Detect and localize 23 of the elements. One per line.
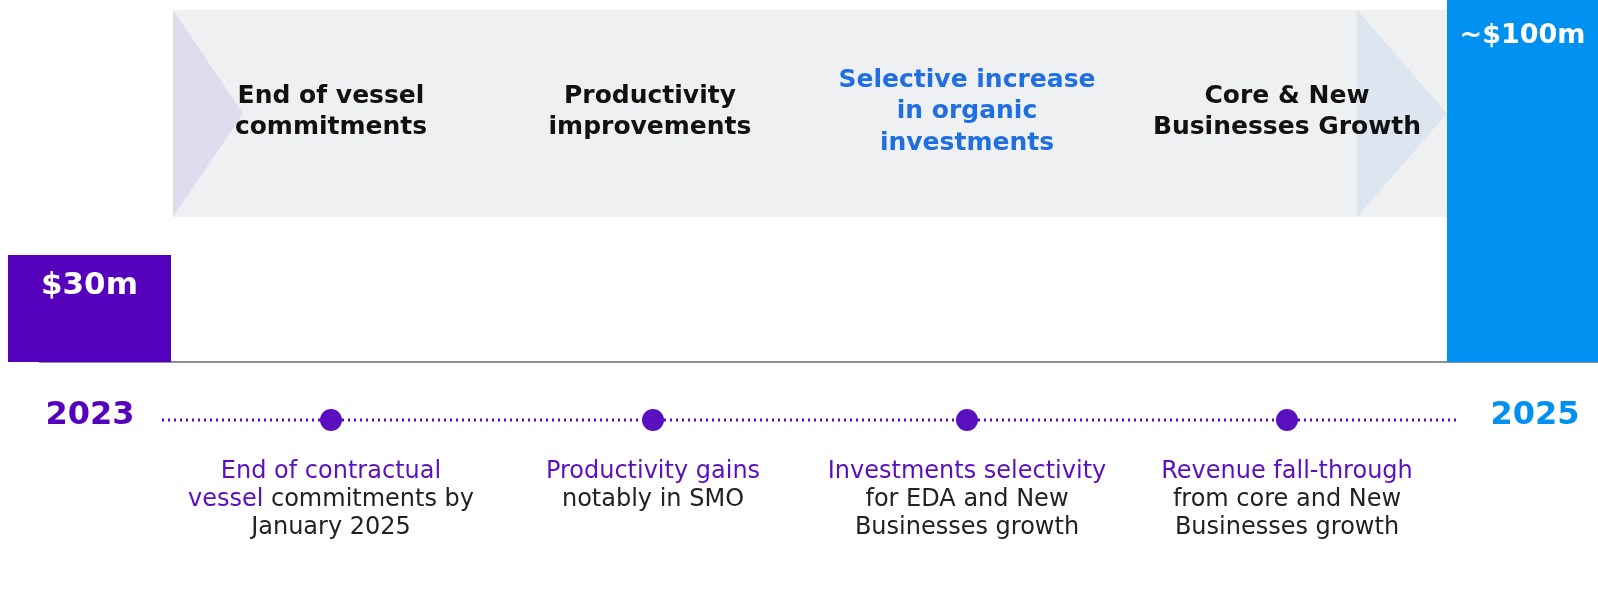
stage-heading: Selective increase in organic investments — [837, 63, 1097, 157]
milestone-description: Investments selectivity for EDA and New Businesses growth — [826, 457, 1108, 541]
value-label: ~$100m — [1458, 18, 1587, 49]
milestone-description: Revenue fall-through from core and New Businesses growth — [1160, 457, 1414, 541]
stage-heading: Core & New Businesses Growth — [1151, 78, 1423, 142]
timeline-connector — [664, 418, 956, 422]
timeline-dot — [320, 409, 342, 431]
year-label: 2025 — [1489, 393, 1581, 433]
value-label: $30m — [40, 265, 139, 301]
milestone-description: End of contractual vessel commitments by January 2025 — [186, 457, 476, 541]
timeline-dot — [1276, 409, 1298, 431]
timeline-connector — [162, 418, 320, 422]
stage-heading: Productivity improvements — [547, 78, 753, 142]
timeline-connector — [1298, 418, 1458, 422]
milestone-description: Productivity gains notably in SMO — [544, 457, 762, 513]
timeline-connector — [978, 418, 1276, 422]
value-bar — [1447, 0, 1598, 362]
value-bar — [8, 255, 171, 362]
stage-heading: End of vessel commitments — [233, 78, 429, 142]
stage-band — [173, 10, 1447, 217]
timeline-dot — [642, 409, 664, 431]
year-label: 2023 — [44, 393, 136, 433]
timeline-dot — [956, 409, 978, 431]
